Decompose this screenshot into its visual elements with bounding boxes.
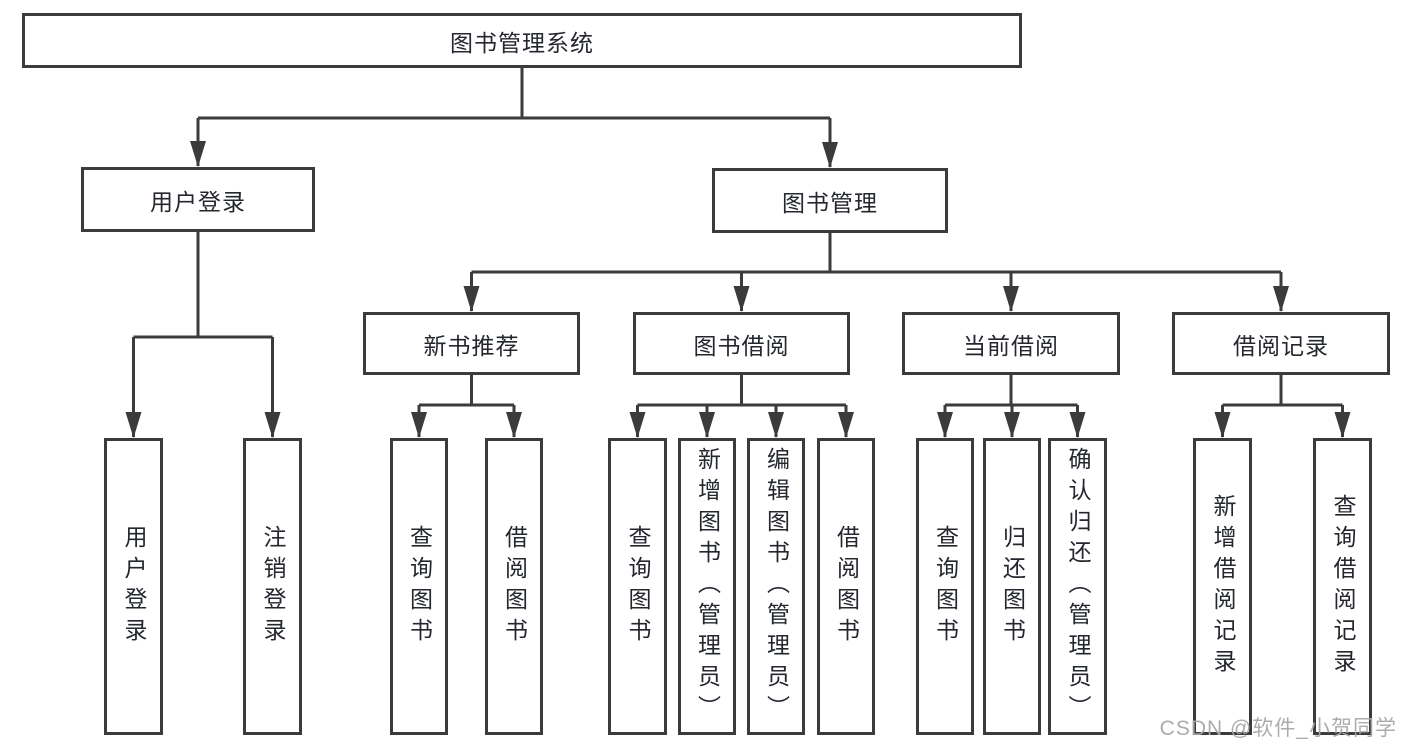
leaf-user-login-label: 用户登录	[121, 524, 147, 649]
watermark: CSDN @软件_小贺同学	[1159, 717, 1397, 740]
leaf-edit-book-admin: 编辑图书（管理员）	[747, 438, 805, 735]
leaf-logout: 注销登录	[243, 438, 302, 735]
leaf-borrow-books-2: 借阅图书	[817, 438, 875, 735]
connector-book-management	[471, 233, 1281, 274]
leaf-confirm-return-admin: 确认归还（管理员）	[1048, 438, 1107, 735]
node-book-borrow-label: 图书借阅	[693, 332, 790, 359]
node-user-login-label: 用户登录	[150, 188, 246, 215]
leaf-add-borrow-record-label: 新增借阅记录	[1210, 493, 1236, 680]
leaf-logout-label: 注销登录	[260, 524, 286, 649]
leaf-edit-book-admin-label: 编辑图书（管理员）	[763, 447, 790, 726]
leaf-add-book-admin: 新增图书（管理员）	[678, 438, 736, 735]
node-new-book-recommend: 新书推荐	[363, 312, 580, 375]
node-borrow-records-label: 借阅记录	[1233, 332, 1329, 359]
leaf-query-books-2: 查询图书	[608, 438, 667, 735]
node-current-borrow-label: 当前借阅	[963, 332, 1059, 359]
node-book-management: 图书管理	[712, 168, 948, 233]
leaf-borrow-books-1-label: 借阅图书	[501, 524, 528, 649]
connector-borrow-records	[1222, 375, 1343, 407]
leaf-query-books-3: 查询图书	[916, 438, 974, 735]
node-new-book-recommend-label: 新书推荐	[423, 332, 520, 359]
connector-current-borrow	[945, 375, 1078, 407]
leaf-query-books-2-label: 查询图书	[625, 524, 651, 649]
leaf-return-book: 归还图书	[983, 438, 1041, 735]
node-book-management-label: 图书管理	[782, 189, 878, 216]
node-root-label: 图书管理系统	[450, 29, 594, 56]
node-current-borrow: 当前借阅	[902, 312, 1120, 375]
node-root: 图书管理系统	[22, 13, 1022, 68]
leaf-query-books-1-label: 查询图书	[406, 524, 433, 649]
leaf-confirm-return-admin-label: 确认归还（管理员）	[1065, 447, 1091, 726]
node-book-borrow: 图书借阅	[633, 312, 850, 375]
node-user-login: 用户登录	[81, 167, 315, 232]
node-borrow-records: 借阅记录	[1172, 312, 1390, 375]
leaf-query-books-3-label: 查询图书	[932, 524, 959, 649]
connector-new-book-recommend	[419, 375, 514, 407]
leaf-query-borrow-record-label: 查询借阅记录	[1330, 493, 1356, 680]
leaf-query-borrow-record: 查询借阅记录	[1313, 438, 1372, 735]
leaf-borrow-books-2-label: 借阅图书	[833, 524, 860, 649]
leaf-add-book-admin-label: 新增图书（管理员）	[694, 447, 721, 726]
leaf-query-books-1: 查询图书	[390, 438, 448, 735]
connector-root	[198, 68, 830, 120]
leaf-user-login: 用户登录	[104, 438, 163, 735]
connector-user-login	[133, 232, 273, 339]
leaf-return-book-label: 归还图书	[999, 524, 1026, 649]
leaf-add-borrow-record: 新增借阅记录	[1193, 438, 1252, 735]
leaf-borrow-books-1: 借阅图书	[485, 438, 543, 735]
connector-book-borrow	[637, 375, 846, 407]
